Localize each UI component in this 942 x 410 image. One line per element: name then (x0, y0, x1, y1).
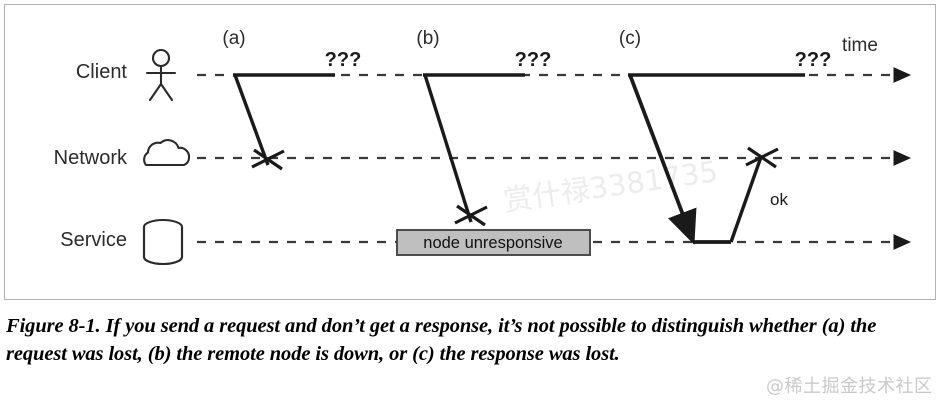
figure-caption: Figure 8-1. If you send a request and do… (6, 315, 877, 365)
scenario-a-lost-marker (251, 148, 285, 171)
scenario-b-label: (b) (416, 28, 439, 49)
scenario-b-request-arrow (423, 74, 473, 223)
scenario-c-lost-marker (745, 146, 779, 169)
scenario-a-unknown-label: ??? (325, 49, 362, 71)
scenario-c-label: (c) (619, 28, 641, 49)
status-box-label: node unresponsive (423, 234, 562, 252)
scenario-c: (c) ok ??? (619, 28, 832, 245)
scenario-c-response-arrow (729, 156, 763, 243)
scenario-c-request-arrow (628, 74, 697, 245)
scenario-b-lost-marker (454, 204, 488, 227)
diagram-watermark: 赏什禄3381735 (501, 154, 720, 218)
lane-label-client: Client (76, 61, 128, 83)
time-axis-label: time (842, 35, 878, 56)
stick-figure-icon (145, 48, 177, 102)
figure-frame: 赏什禄3381735 Client Network Service (4, 4, 936, 300)
lane-label-service: Service (60, 229, 127, 251)
scenario-b-unknown-label: ??? (515, 49, 552, 71)
scenario-b: (b) ??? (416, 28, 552, 227)
scenario-a-request-arrow (233, 74, 270, 166)
timeline-diagram: 赏什禄3381735 Client Network Service (54, 28, 912, 266)
scenario-c-response-label: ok (770, 190, 788, 209)
status-box-node-unresponsive: node unresponsive (396, 229, 591, 256)
bottom-watermark: @稀土掘金技术社区 (766, 376, 933, 397)
scenario-c-unknown-label: ??? (795, 49, 832, 71)
scenario-a-label: (a) (222, 28, 245, 49)
database-icon (142, 218, 184, 266)
scenario-a: (a) ??? (222, 28, 362, 171)
cloud-icon (143, 139, 191, 167)
lane-label-network: Network (54, 147, 128, 169)
